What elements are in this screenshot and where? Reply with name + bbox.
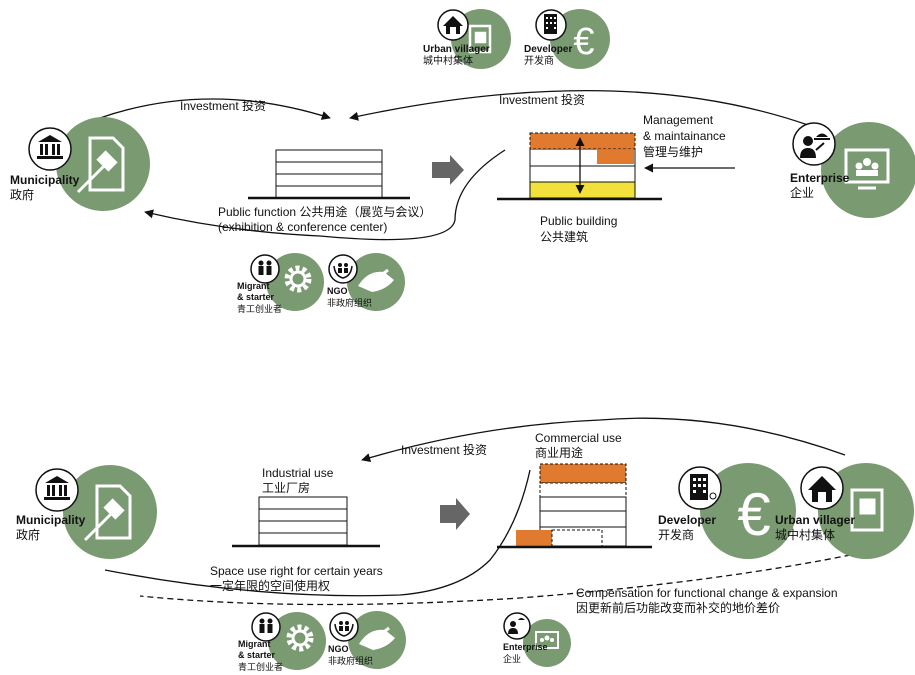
investment-arrow-municipality: [99, 98, 331, 120]
document-gavel-icon: [76, 136, 125, 194]
house-icon: [808, 476, 836, 502]
euro-icon: €: [737, 481, 770, 548]
hands-people-icon: [333, 263, 353, 279]
urban-villager-label-zh: 城中村集体: [775, 527, 835, 542]
developer-label: Developer: [658, 513, 716, 527]
space-use-label-zh: 一定年限的空间使用权: [210, 578, 330, 593]
urban-villager-label-zh: 城中村集体: [423, 54, 473, 67]
public-building-label: Public building: [540, 214, 617, 228]
handshake-icon: [359, 626, 395, 650]
office-building-icon: [690, 474, 717, 500]
people-icon: [258, 260, 272, 275]
migrant-label: Migrant: [238, 639, 271, 649]
migrant-label-2: & starter: [238, 650, 276, 660]
management-label-1: Management: [643, 113, 714, 127]
hands-people-icon: [334, 621, 354, 637]
migrant-label-zh: 青工创业者: [237, 303, 282, 314]
transform-arrow: [432, 155, 464, 185]
government-building-icon: [44, 476, 70, 500]
urban-villager-actor: Urban villager 城中村集体: [423, 9, 511, 69]
document-image-icon: [468, 24, 492, 54]
industrial-use-label-zh: 工业厂房: [262, 480, 310, 495]
migrant-label-zh: 青工创业者: [238, 661, 283, 672]
municipality-label: Municipality: [10, 173, 80, 187]
ngo-label: NGO: [328, 644, 349, 654]
developer-actor-bottom: € Developer 开发商: [658, 463, 796, 559]
top-diagram: Municipality 政府 Urban villager 城中村集体 €: [10, 9, 915, 314]
commercial-use-label: Commercial use: [535, 431, 622, 445]
office-building-icon: [544, 14, 557, 34]
public-building-label-zh: 公共建筑: [540, 229, 588, 244]
investment-label-bottom: Investment 投资: [401, 442, 487, 457]
industrial-building: [232, 496, 380, 548]
investment-arrow-bottom: [361, 417, 846, 463]
migrant-label: Migrant: [237, 281, 270, 291]
urban-villager-label: Urban villager: [775, 513, 855, 527]
ngo-label-zh: 非政府组织: [327, 297, 372, 308]
industrial-use-label: Industrial use: [262, 466, 334, 480]
compensation-label-zh: 因更新前后功能改变而补交的地价差价: [576, 600, 780, 615]
meeting-screen-icon: [844, 148, 890, 190]
government-building-icon: [37, 135, 63, 159]
enterprise-actor-bottom: Enterprise 企业: [503, 612, 571, 667]
transform-arrow-bottom: [440, 498, 470, 530]
ngo-actor: NGO 非政府组织: [327, 253, 405, 311]
space-use-curve: [104, 469, 531, 597]
presenter-icon: [800, 133, 830, 158]
developer-label-zh: 开发商: [658, 527, 694, 542]
municipality-actor-bottom: Municipality 政府: [16, 465, 157, 559]
compensation-curve: [139, 552, 861, 606]
municipality-label: Municipality: [16, 513, 86, 527]
public-building: [497, 132, 662, 201]
document-gavel-icon: [83, 484, 132, 542]
enterprise-label: Enterprise: [790, 171, 850, 185]
commercial-building: [497, 463, 652, 549]
enterprise-actor: Enterprise 企业: [790, 122, 915, 218]
investment-label-left: Investment 投资: [180, 98, 266, 113]
developer-actor: € Developer 开发商: [524, 9, 610, 69]
gear-icon: [286, 624, 314, 652]
enterprise-label: Enterprise: [503, 642, 548, 652]
public-function-label-2: (exhibition & conference center): [218, 220, 387, 234]
enterprise-label-zh: 企业: [790, 185, 814, 200]
handshake-icon: [358, 268, 394, 292]
public-function-return-arrow: [144, 149, 506, 241]
ngo-label: NGO: [327, 286, 348, 296]
migrant-starter-actor: Migrant & starter 青工创业者: [237, 253, 324, 314]
meeting-screen-icon: [535, 631, 559, 649]
ngo-actor-bottom: NGO 非政府组织: [328, 611, 406, 669]
commercial-use-label-zh: 商业用途: [535, 445, 583, 460]
ngo-label-zh: 非政府组织: [328, 655, 373, 666]
people-icon: [259, 618, 273, 633]
developer-label: Developer: [524, 44, 572, 55]
developer-label-zh: 开发商: [524, 54, 554, 67]
municipality-label-zh: 政府: [10, 187, 34, 202]
public-function-label-1: Public function 公共用途（展览与会议）: [218, 204, 431, 219]
compensation-label: Compensation for functional change & exp…: [576, 586, 838, 600]
euro-icon: €: [573, 21, 594, 63]
management-label-zh: 管理与维护: [643, 144, 703, 159]
bottom-diagram: Municipality 政府 € Developer 开发商: [16, 417, 914, 672]
urban-villager-actor-bottom: Urban villager 城中村集体: [775, 463, 914, 559]
presenter-icon: [508, 618, 525, 634]
existing-building: [248, 149, 410, 200]
investment-arrow-enterprise: [349, 90, 809, 126]
migrant-label-2: & starter: [237, 292, 275, 302]
management-label-2: & maintainance: [643, 129, 726, 143]
migrant-starter-actor-bottom: Migrant & starter 青工创业者: [238, 612, 326, 672]
enterprise-label-zh: 企业: [503, 653, 521, 664]
urban-villager-label: Urban villager: [423, 44, 490, 55]
investment-label-right: Investment 投资: [499, 92, 585, 107]
municipality-label-zh: 政府: [16, 527, 40, 542]
house-icon: [443, 16, 463, 34]
document-image-icon: [850, 488, 884, 532]
municipality-actor: Municipality 政府: [10, 117, 150, 211]
gear-icon: [284, 265, 312, 293]
space-use-label: Space use right for certain years: [210, 564, 383, 578]
